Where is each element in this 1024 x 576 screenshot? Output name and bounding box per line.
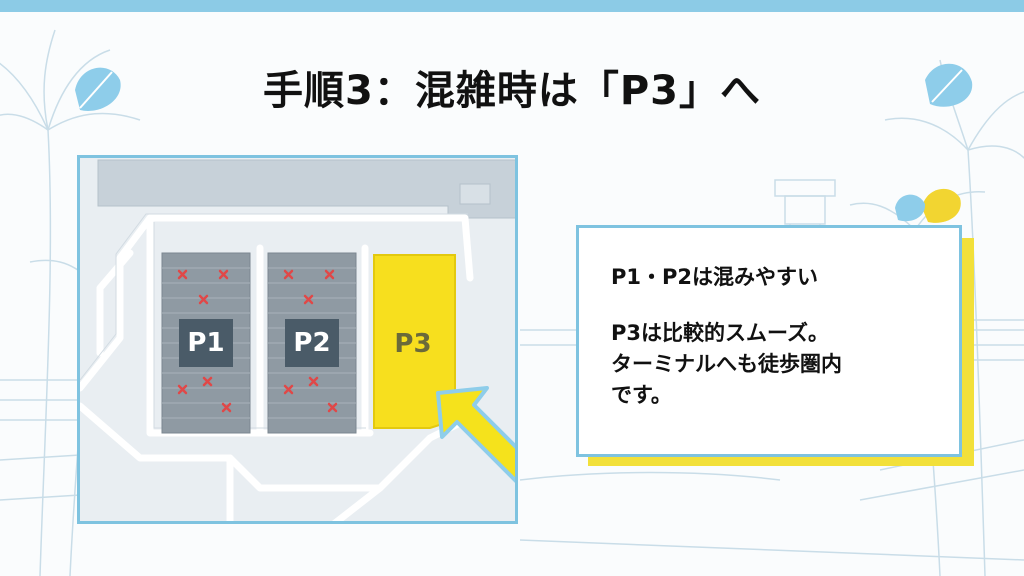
lot-label-p3: P3 [394, 329, 432, 359]
top-accent-bar [0, 0, 1024, 12]
monstera-leaf-icon [75, 67, 121, 111]
page-title: 手順3：混雑時は「P3」へ [263, 68, 761, 114]
callout-line-2: P3は比較的スムーズ。 [611, 321, 829, 345]
crowded-marker-icon [177, 269, 338, 413]
callout-line-4: です。 [611, 383, 672, 407]
callout-line-1: P1・P2は混みやすい [611, 265, 819, 289]
lot-label-p2: P2 [285, 319, 339, 367]
info-callout: P1・P2は混みやすい P3は比較的スムーズ。 ターミナルへも徒歩圏内 です。 [576, 225, 962, 457]
parking-map: P1 P2 P3 [77, 155, 518, 524]
lot-label-p1: P1 [179, 319, 233, 367]
callout-line-3: ターミナルへも徒歩圏内 [611, 352, 842, 376]
arrow-to-p3-icon [436, 386, 515, 483]
